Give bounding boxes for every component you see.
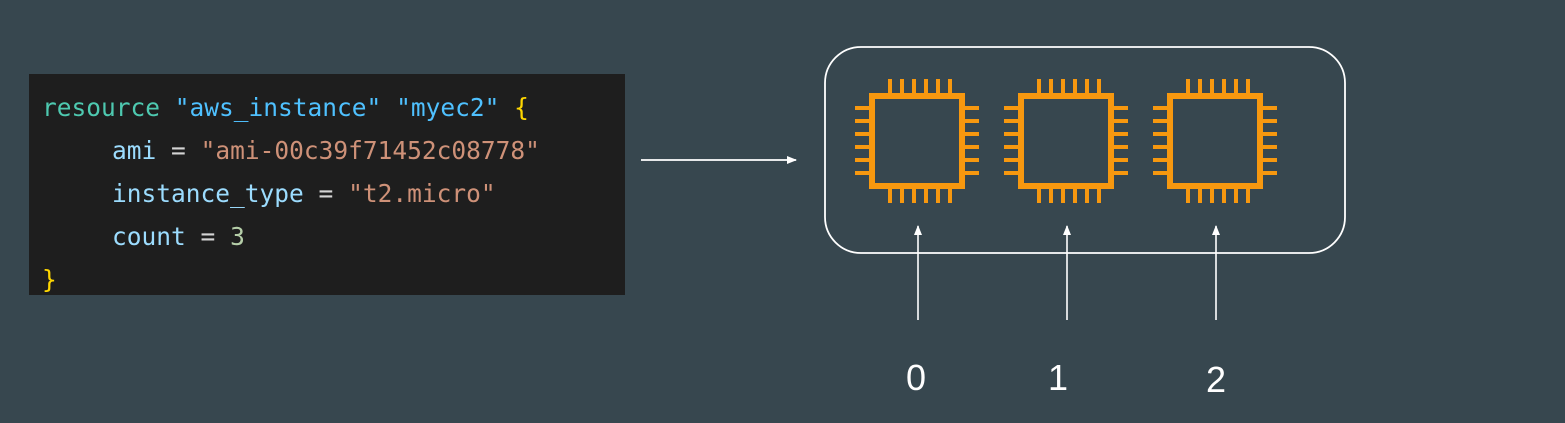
instance-index-label-0: 0 <box>905 357 927 398</box>
ami-value: "ami-00c39f71452c08778" <box>200 136 540 165</box>
terraform-code-block: resource "aws_instance" "myec2" { ami = … <box>29 74 625 295</box>
close-brace: } <box>42 265 57 294</box>
resource-keyword: resource <box>42 93 161 122</box>
instance-index-label-2: 2 <box>1205 359 1227 400</box>
code-line-resource: resource "aws_instance" "myec2" { <box>42 86 625 129</box>
instances-container <box>824 46 1346 254</box>
resource-type-string: "aws_instance" <box>174 93 382 122</box>
code-line-ami: ami = "ami-00c39f71452c08778" <box>42 129 625 172</box>
ec2-chip-icon <box>1153 79 1277 203</box>
instance-type-value: "t2.micro" <box>348 179 496 208</box>
code-line-instance-type: instance_type = "t2.micro" <box>42 172 625 215</box>
ec2-chip-icon <box>1004 79 1128 203</box>
ec2-chip-icon <box>855 79 979 203</box>
code-line-count: count = 3 <box>42 215 625 258</box>
open-brace: { <box>514 93 529 122</box>
code-line-close: } <box>42 258 625 301</box>
count-equals: = <box>200 222 216 251</box>
instance-index-label-1: 1 <box>1047 357 1069 398</box>
instance-type-equals: = <box>318 179 334 208</box>
instance-type-key: instance_type <box>112 179 304 208</box>
count-key: count <box>112 222 186 251</box>
count-value: 3 <box>230 222 245 251</box>
ami-equals: = <box>171 136 186 165</box>
resource-name-string: "myec2" <box>396 93 500 122</box>
ami-key: ami <box>112 136 157 165</box>
